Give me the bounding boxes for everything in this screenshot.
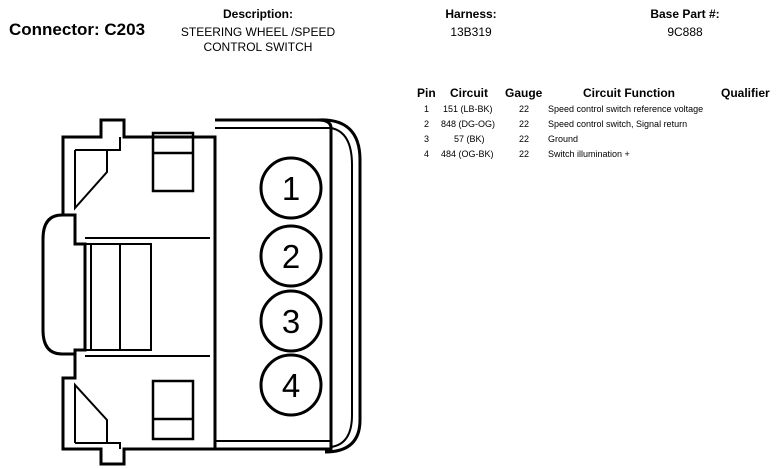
description-header: Description:	[222, 7, 293, 21]
row-pin: 2	[424, 119, 430, 129]
row-pin: 1	[424, 104, 430, 114]
table-header-gauge: Gauge	[505, 86, 543, 100]
connector-right-cap	[317, 118, 362, 454]
row-pin: 4	[424, 149, 430, 159]
row-function: Switch illumination +	[548, 149, 630, 159]
connector-latch-tab	[41, 213, 75, 356]
row-circuit: 484 (OG-BK)	[441, 149, 494, 159]
row-function: Speed control switch, Signal return	[548, 119, 688, 129]
row-function: Speed control switch reference voltage	[548, 104, 704, 114]
row-gauge: 22	[519, 119, 530, 129]
table-header-circuit: Circuit	[450, 86, 489, 100]
pin-label-4: 4	[282, 367, 300, 404]
description-line-1: STEERING WHEEL /SPEED	[180, 25, 336, 39]
pin-label-3: 3	[282, 303, 300, 340]
table-header-qualifier: Qualifier	[721, 86, 770, 100]
base-part-header: Base Part #:	[650, 7, 720, 21]
harness-value: 13B319	[450, 25, 492, 39]
pin-4	[259, 353, 323, 417]
connector-title: Connector: C203	[9, 20, 146, 39]
row-pin: 3	[424, 134, 430, 144]
row-circuit: 848 (DG-OG)	[441, 119, 496, 129]
row-circuit: 151 (LB-BK)	[443, 104, 493, 114]
description-line-2: CONTROL SWITCH	[203, 40, 313, 54]
table-header-pin: Pin	[417, 86, 436, 100]
row-gauge: 22	[519, 149, 530, 159]
cavity-top	[151, 131, 195, 193]
harness-header: Harness:	[445, 7, 497, 21]
pin-2	[259, 224, 323, 288]
pin-3	[259, 289, 323, 353]
row-gauge: 22	[519, 104, 530, 114]
row-function: Ground	[548, 134, 579, 144]
description-value: STEERING WHEEL /SPEED CONTROL SWITCH	[168, 25, 348, 55]
connector-latch-inner	[75, 243, 92, 351]
row-gauge: 22	[519, 134, 530, 144]
pin-1	[259, 156, 323, 220]
cavity-bottom	[151, 379, 195, 441]
pin-label-1: 1	[282, 170, 300, 207]
table-header-function: Circuit Function	[583, 86, 675, 100]
base-part-value: 9C888	[667, 25, 703, 39]
row-circuit: 57 (BK)	[454, 134, 485, 144]
pin-label-2: 2	[282, 238, 300, 275]
